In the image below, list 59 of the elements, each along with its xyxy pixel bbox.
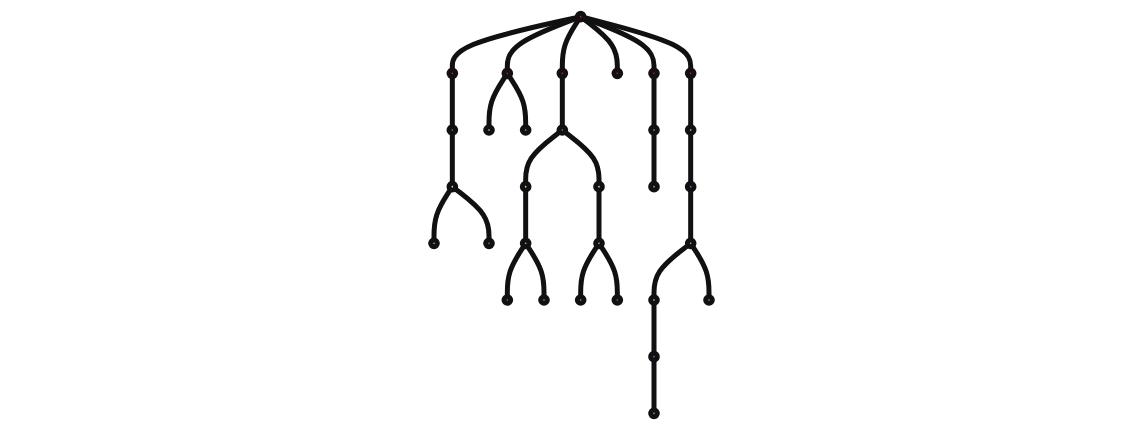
node-circle: [538, 294, 550, 306]
connector: [688, 190, 694, 240]
node-circle: [501, 67, 514, 80]
node-circle: [648, 124, 660, 136]
connector: [578, 244, 600, 297]
connector: [449, 133, 455, 184]
node-circle: [648, 180, 660, 193]
node-circle: [574, 294, 587, 306]
node-circle: [501, 294, 514, 306]
node-circle: [446, 180, 459, 193]
node-circle: [593, 237, 605, 250]
node-circle: [648, 294, 660, 306]
node-circle: [519, 237, 532, 250]
node-circle: [684, 67, 697, 80]
connector: [651, 133, 657, 184]
node-circle: [519, 124, 532, 136]
node-circle: [648, 407, 660, 420]
node-circle: [648, 350, 660, 363]
connector: [504, 244, 526, 297]
node-circle: [574, 10, 587, 23]
connector: [507, 74, 529, 127]
node-circle: [648, 67, 660, 80]
connector: [688, 133, 694, 184]
node-circle: [446, 124, 459, 136]
node-circle: [483, 237, 495, 250]
connector: [504, 15, 579, 70]
node-circle: [684, 180, 697, 193]
connector: [525, 244, 547, 297]
node-circle: [703, 294, 715, 306]
connector: [651, 360, 657, 410]
node-circle: [519, 180, 532, 193]
connector: [486, 74, 508, 127]
connector: [688, 76, 694, 127]
node-circle: [684, 124, 697, 136]
connector: [583, 15, 694, 70]
connector: [596, 190, 602, 240]
connector: [449, 14, 578, 70]
node-circle: [556, 124, 569, 136]
connector: [651, 243, 690, 297]
node-circle: [428, 237, 440, 250]
connector: [598, 244, 620, 297]
node-circle: [446, 67, 459, 80]
connector: [559, 76, 565, 127]
node-circle: [611, 294, 624, 306]
connector: [651, 303, 657, 354]
connector: [559, 18, 581, 70]
node-circle: [556, 67, 569, 80]
connector: [523, 190, 529, 240]
connector: [523, 130, 562, 184]
node-circle: [483, 124, 495, 136]
connector: [449, 76, 455, 127]
node-circle: [611, 67, 624, 80]
node-circle: [684, 237, 697, 250]
connector: [651, 76, 657, 127]
node-circle: [593, 180, 605, 193]
connector: [563, 130, 602, 184]
connector: [690, 244, 712, 297]
connector: [453, 186, 492, 240]
connector: [431, 188, 453, 240]
